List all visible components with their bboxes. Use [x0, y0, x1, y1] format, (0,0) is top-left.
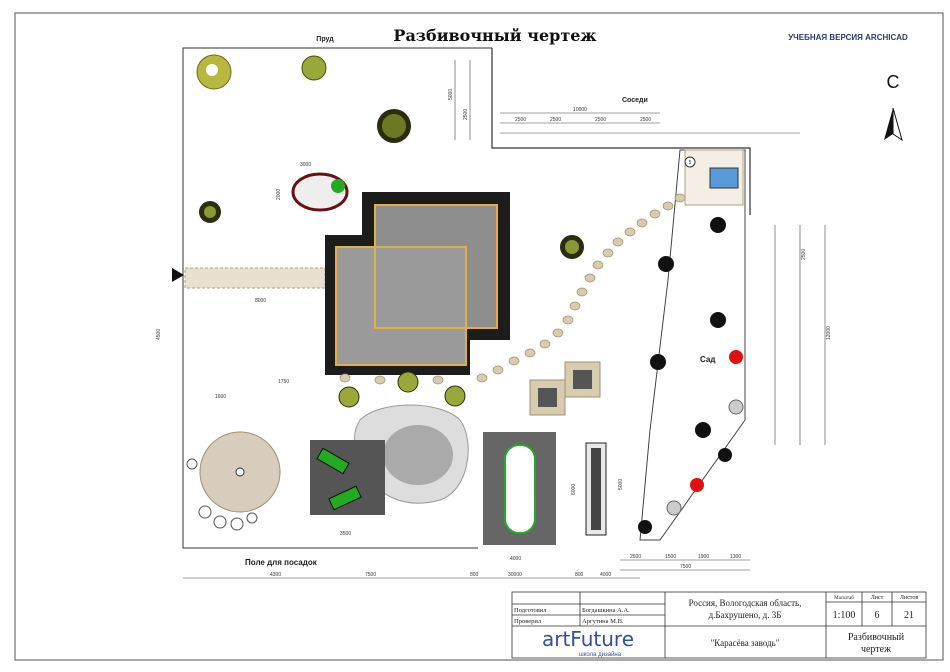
shrub-icon	[444, 385, 466, 407]
artfuture-logo: artFuture школа дизайна	[542, 627, 634, 658]
flower-bed-plant	[331, 179, 345, 193]
dim-top-total: 10000	[573, 107, 587, 113]
dim-bottom: 4300	[270, 572, 281, 578]
dimension-lines-bottom	[183, 559, 750, 579]
neighbors-label: Соседи	[622, 97, 648, 104]
dim-top-seg: 2500	[550, 117, 561, 123]
planter-soil	[573, 370, 592, 389]
prepared-label: Подготовил	[514, 607, 547, 614]
garden-outline	[639, 149, 746, 541]
sheet-frame	[14, 12, 944, 661]
site-boundary-right	[491, 48, 751, 215]
dim-bottom-right-total: 7500	[680, 564, 691, 570]
dim-left-vertical-2: 2500	[463, 109, 469, 120]
tree-icon	[301, 55, 327, 81]
well-marker: 5	[689, 160, 692, 166]
tree-icon	[560, 235, 584, 259]
checked-name: Аргутина М.В.	[582, 618, 624, 625]
garden-label: Сад	[700, 355, 715, 364]
dim-bottom: 4000	[600, 572, 611, 578]
dim-small-1: 1750	[278, 379, 289, 385]
pool	[709, 167, 739, 189]
dim-bottom: 7500	[365, 572, 376, 578]
watermark-text: УЧЕБНАЯ ВЕРСИЯ ARCHICAD	[788, 33, 908, 42]
drawing-name-line1: Разбивочный	[848, 632, 905, 643]
dim-bottom-right: 2500	[630, 554, 641, 560]
tree-icon	[196, 54, 232, 90]
scale-label: Масштаб	[834, 596, 854, 601]
dim-bottom: 800	[575, 572, 584, 578]
tree-icon	[377, 109, 411, 143]
dim-path-len: 8000	[255, 298, 266, 304]
north-arrow-icon: С	[884, 72, 903, 142]
bench	[328, 485, 362, 511]
dim-bottom-right: 1500	[665, 554, 676, 560]
dim-bed-width: 3000	[300, 162, 311, 168]
dim-bottom-right: 1300	[730, 554, 741, 560]
page-title: Разбивочный чертеж	[393, 26, 596, 45]
dimension-lines-right	[774, 225, 826, 445]
car-icon	[504, 444, 536, 534]
dim-top-seg: 2500	[595, 117, 606, 123]
site-boundary	[182, 47, 492, 549]
dim-bottom: 30000	[508, 572, 522, 578]
dim-bottom: 800	[470, 572, 479, 578]
well-icon	[684, 156, 696, 168]
checked-label: Проверил	[514, 618, 542, 625]
pond-label: Пруд	[316, 36, 334, 43]
dim-small-2: 1600	[215, 394, 226, 400]
prepared-name: Богдашкина А.А.	[582, 607, 630, 614]
scale-value: 1:100	[833, 610, 856, 621]
round-patio-center	[235, 467, 245, 477]
house	[325, 192, 510, 375]
shrub-icon	[397, 371, 419, 393]
dim-right-total: 12000	[826, 326, 832, 340]
dim-garage-depth: 6000	[571, 484, 577, 495]
stepping-stone-path	[339, 193, 686, 385]
shed-roof	[591, 448, 601, 530]
dim-patio: 3500	[340, 531, 351, 537]
logo-text: artFuture	[542, 627, 634, 651]
entrance-arrow-icon	[172, 268, 184, 282]
address-line1: Россия, Вологодская область,	[689, 598, 802, 608]
dim-bottom-right: 1900	[698, 554, 709, 560]
dim-top-seg: 2500	[640, 117, 651, 123]
planting-field-label: Поле для посадок	[245, 558, 318, 567]
dim-top-seg: 2500	[515, 117, 526, 123]
stepping-stones	[186, 458, 258, 531]
logo-subtitle: школа дизайна	[579, 651, 622, 658]
dim-garage-width: 4000	[510, 556, 521, 562]
bench	[316, 447, 350, 475]
project-name: "Карасёва заводь"	[711, 638, 780, 648]
shrub-icon	[338, 386, 360, 408]
pond-water	[383, 425, 453, 485]
sheets-label: Листов	[900, 595, 918, 601]
dim-bed-height: 2000	[276, 189, 282, 200]
dim-shed: 5000	[618, 479, 624, 490]
garden-plants	[638, 217, 744, 534]
sheets-value: 21	[904, 610, 914, 621]
dim-left-vertical: 5000	[448, 89, 454, 100]
sheet-value: 6	[875, 610, 880, 621]
tree-icon	[199, 201, 221, 223]
planter-soil	[538, 388, 557, 407]
drawing-name-line2: чертеж	[861, 644, 891, 655]
entry-path	[184, 267, 326, 289]
dim-right-seg: 2500	[801, 249, 807, 260]
address-line2: д.Бахрушено, д. 3Б	[709, 610, 782, 620]
dim-house-left: 4500	[156, 329, 162, 340]
dimension-lines-top	[454, 60, 800, 140]
sheet-label: Лист	[871, 595, 884, 601]
north-label: С	[887, 72, 900, 92]
title-block	[511, 591, 927, 659]
